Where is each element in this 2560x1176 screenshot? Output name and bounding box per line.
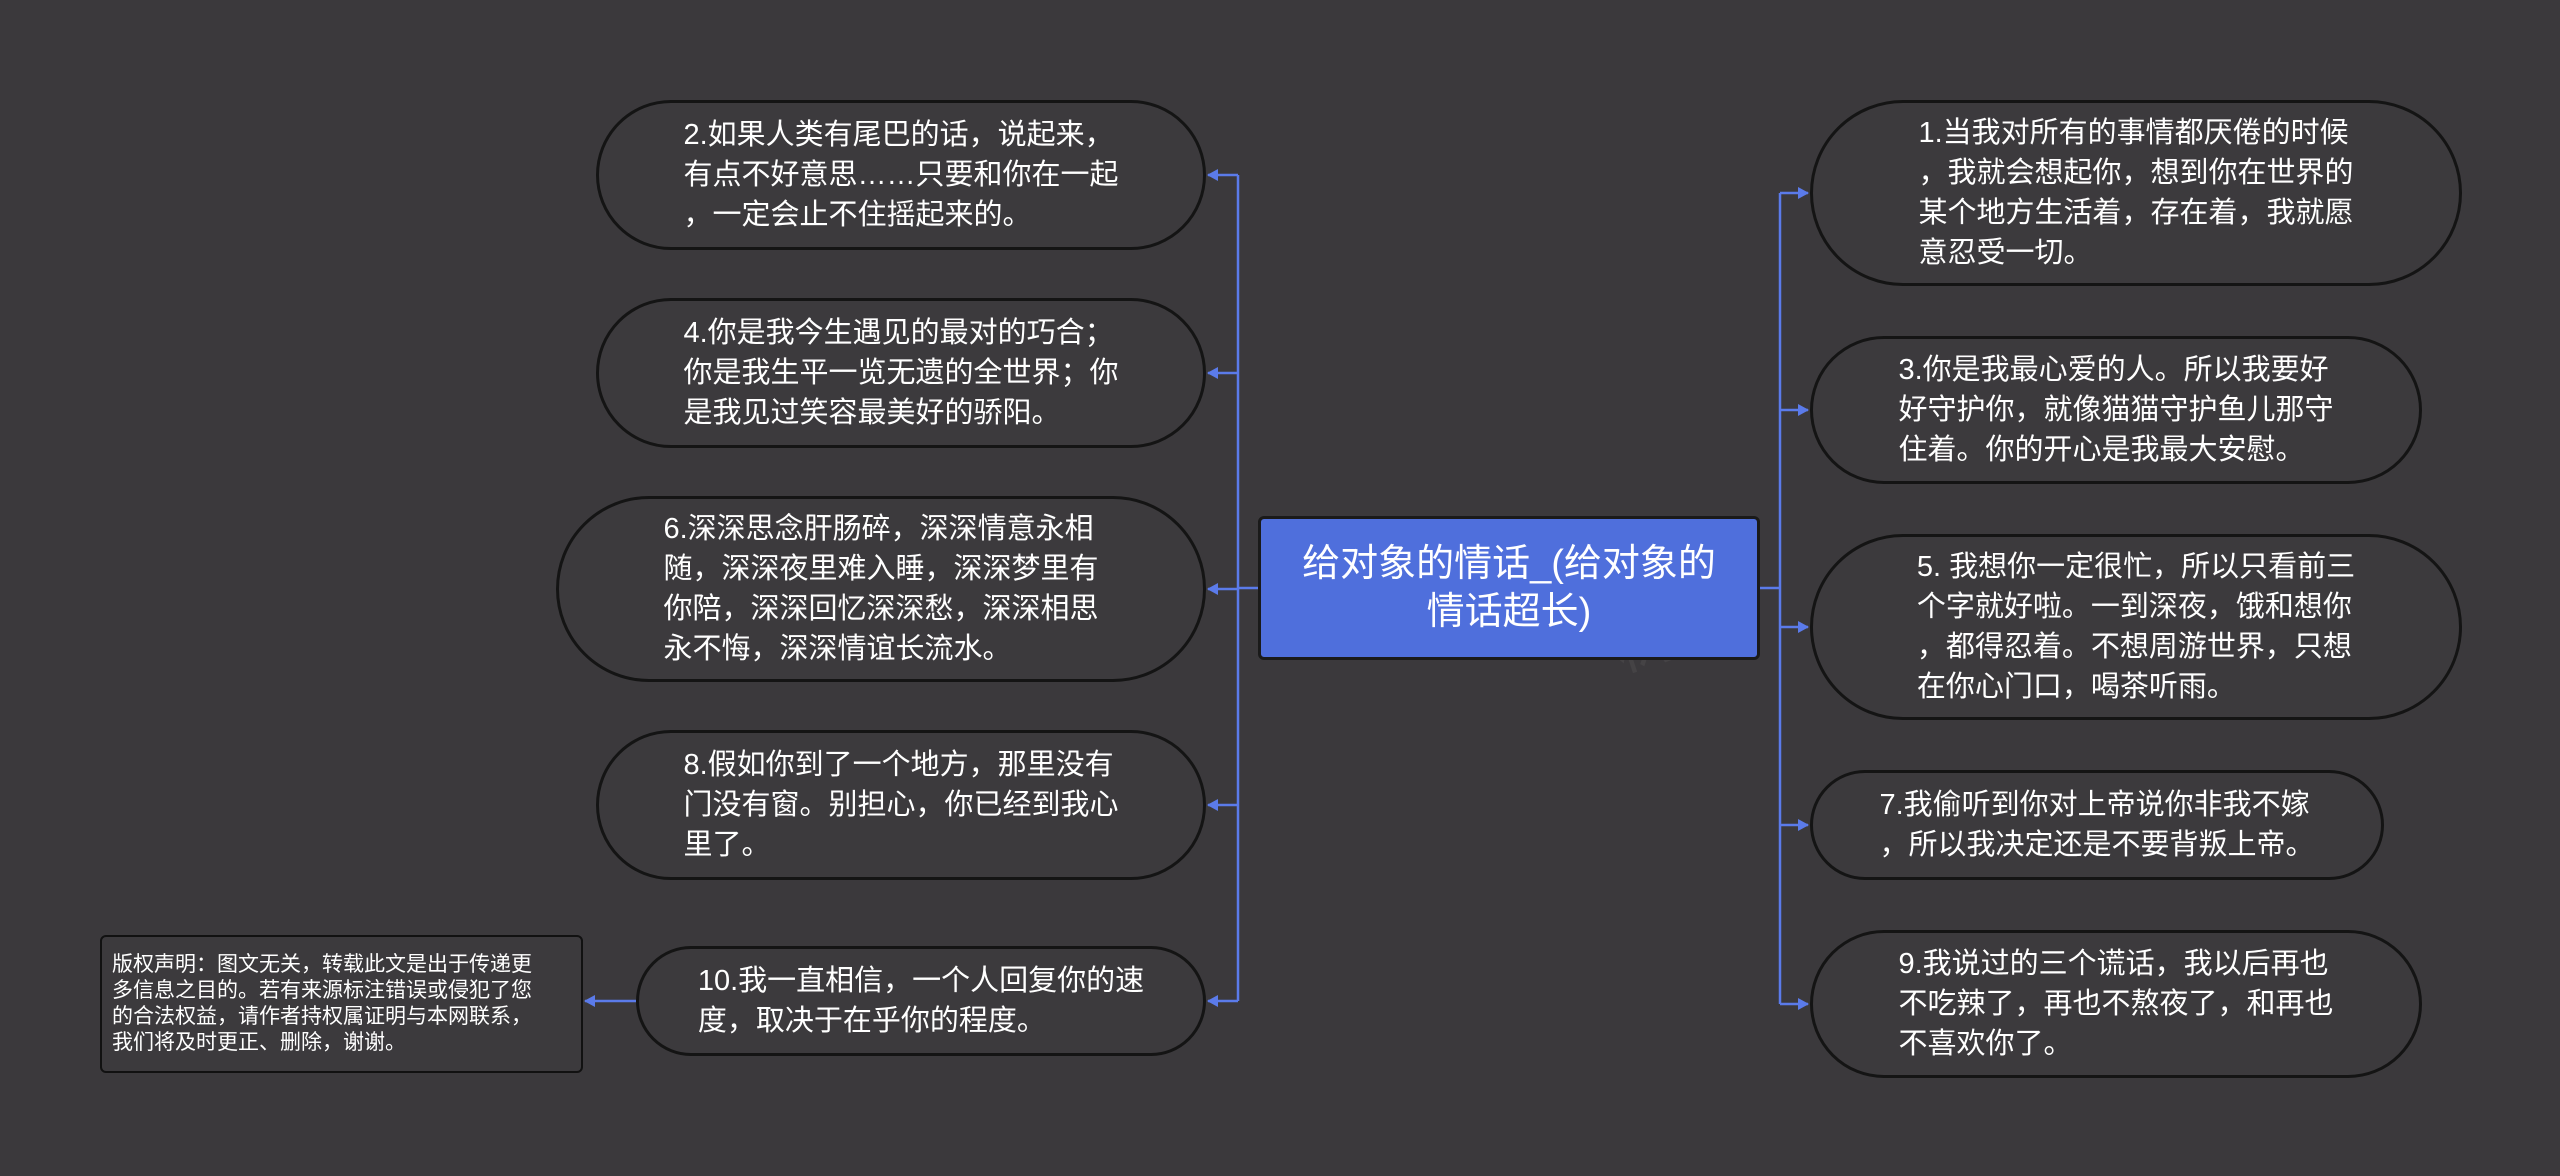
connector-arrow-left-4 <box>1207 995 1218 1007</box>
topic-node-3[interactable]: 3.你是我最心爱的人。所以我要好 好守护你，就像猫猫守护鱼儿那守 住着。你的开心… <box>1810 336 2422 484</box>
connector-arrow-copyright <box>584 995 595 1007</box>
connector-arrow-left-1 <box>1207 367 1218 379</box>
copyright-notice-text: 版权声明：图文无关，转载此文是出于传递更 多信息之目的。若有来源标注错误或侵犯了… <box>112 953 532 1054</box>
topic-node-7-text: 7.我偷听到你对上帝说你非我不嫁 ，所以我决定还是不要背叛上帝。 <box>1879 789 2315 861</box>
topic-node-2[interactable]: 2.如果人类有尾巴的话，说起来， 有点不好意思……只要和你在一起 ，一定会止不住… <box>596 100 1206 250</box>
topic-node-9[interactable]: 9.我说过的三个谎话，我以后再也 不吃辣了，再也不熬夜了，和再也 不喜欢你了。 <box>1810 930 2422 1078</box>
topic-node-10-text: 10.我一直相信，一个人回复你的速 度，取决于在乎你的程度。 <box>697 965 1145 1037</box>
topic-node-5[interactable]: 5. 我想你一定很忙，所以只看前三 个字就好啦。一到深夜，饿和想你 ，都得忍着。… <box>1810 534 2462 720</box>
topic-node-1-text: 1.当我对所有的事情都厌倦的时候 ，我就会想起你，想到你在世界的 某个地方生活着… <box>1918 117 2354 269</box>
topic-node-1[interactable]: 1.当我对所有的事情都厌倦的时候 ，我就会想起你，想到你在世界的 某个地方生活着… <box>1810 100 2462 286</box>
topic-node-2-text: 2.如果人类有尾巴的话，说起来， 有点不好意思……只要和你在一起 ，一定会止不住… <box>683 119 1119 231</box>
topic-node-5-text: 5. 我想你一定很忙，所以只看前三 个字就好啦。一到深夜，饿和想你 ，都得忍着。… <box>1916 551 2356 703</box>
connector-arrow-right-2 <box>1798 621 1809 633</box>
topic-node-6-text: 6.深深思念肝肠碎，深深情意永相 随，深深夜里难入睡，深深梦里有 你陪，深深回忆… <box>663 513 1099 665</box>
connector-arrow-left-3 <box>1207 799 1218 811</box>
connector-arrow-left-0 <box>1207 169 1218 181</box>
connector-arrow-right-0 <box>1798 187 1809 199</box>
topic-node-8[interactable]: 8.假如你到了一个地方，那里没有 门没有窗。别担心，你已经到我心 里了。 <box>596 730 1206 880</box>
connector-arrow-right-1 <box>1798 404 1809 416</box>
topic-node-4-text: 4.你是我今生遇见的最对的巧合； 你是我生平一览无遗的全世界；你 是我见过笑容最… <box>683 317 1119 429</box>
topic-node-7[interactable]: 7.我偷听到你对上帝说你非我不嫁 ，所以我决定还是不要背叛上帝。 <box>1810 770 2384 880</box>
topic-node-4[interactable]: 4.你是我今生遇见的最对的巧合； 你是我生平一览无遗的全世界；你 是我见过笑容最… <box>596 298 1206 448</box>
topic-node-10[interactable]: 10.我一直相信，一个人回复你的速 度，取决于在乎你的程度。 <box>636 946 1206 1056</box>
connector-arrow-right-3 <box>1798 819 1809 831</box>
topic-node-3-text: 3.你是我最心爱的人。所以我要好 好守护你，就像猫猫守护鱼儿那守 住着。你的开心… <box>1898 354 2334 466</box>
topic-node-9-text: 9.我说过的三个谎话，我以后再也 不吃辣了，再也不熬夜了，和再也 不喜欢你了。 <box>1898 948 2334 1060</box>
connector-arrow-right-4 <box>1798 998 1809 1010</box>
topic-node-8-text: 8.假如你到了一个地方，那里没有 门没有窗。别担心，你已经到我心 里了。 <box>683 749 1119 861</box>
copyright-notice: 版权声明：图文无关，转载此文是出于传递更 多信息之目的。若有来源标注错误或侵犯了… <box>100 935 583 1073</box>
topic-node-6[interactable]: 6.深深思念肝肠碎，深深情意永相 随，深深夜里难入睡，深深梦里有 你陪，深深回忆… <box>556 496 1206 682</box>
connector-arrow-left-2 <box>1207 583 1218 595</box>
center-topic-text: 给对象的情话_(给对象的 情话超长) <box>1302 543 1716 633</box>
center-topic-node[interactable]: 给对象的情话_(给对象的 情话超长) <box>1258 516 1760 660</box>
